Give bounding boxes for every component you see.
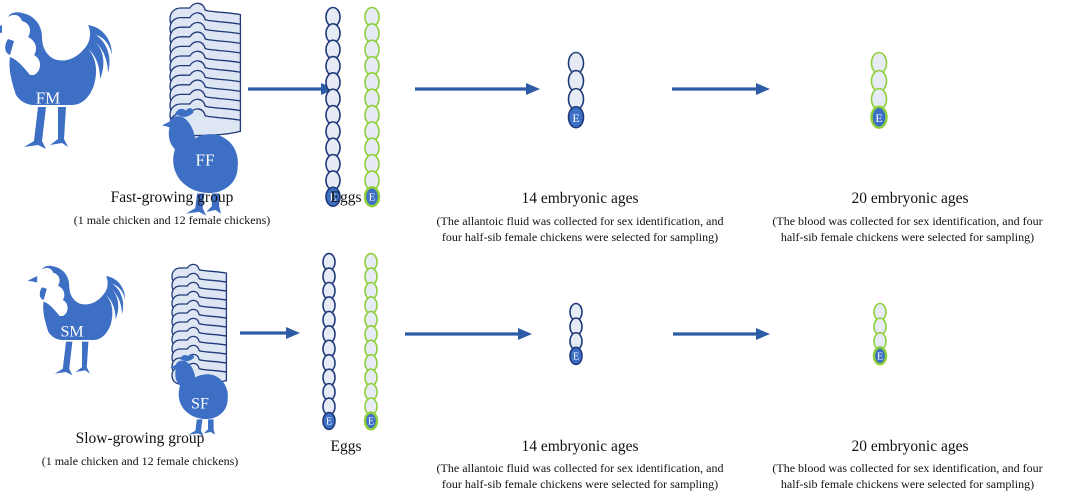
- fast-stage1-title: 14 embryonic ages: [521, 190, 639, 207]
- slow-eggs-label: Eggs: [330, 438, 362, 455]
- fast-egg-column-stage2: E: [870, 51, 888, 129]
- egg-letter: E: [572, 111, 579, 125]
- slow-egg-column-stage1: E: [569, 302, 583, 366]
- egg-icon: [363, 411, 379, 431]
- slow-stage1-title: 14 embryonic ages: [521, 438, 639, 455]
- fast-stage1-note-line2: four half-sib female chickens were selec…: [441, 230, 719, 244]
- egg-letter: E: [875, 111, 882, 125]
- fast-eggs-label: Eggs: [330, 189, 362, 206]
- slow-arrow-3: [673, 328, 770, 340]
- slow-stage1-note-line2: four half-sib female chickens were selec…: [441, 477, 719, 491]
- slow-group-title: Slow-growing group: [75, 430, 205, 447]
- egg-letter: E: [330, 192, 337, 204]
- fast-stage2-note-line2: half-sib female chickens were selected f…: [780, 230, 1035, 244]
- egg-letter: E: [877, 351, 883, 362]
- fast-egg-column-stage1: E: [567, 51, 585, 129]
- slow-arrow-1: [240, 327, 300, 339]
- rooster-icon: [27, 265, 126, 376]
- fast-stage2-title: 20 embryonic ages: [851, 190, 969, 207]
- fast-male-label: FM: [36, 89, 61, 108]
- egg-icon: [872, 346, 888, 366]
- fast-arrow-1: [248, 83, 335, 95]
- slow-female-label: SF: [191, 396, 209, 413]
- fast-arrow-2: [415, 83, 540, 95]
- slow-stage2-note-line1: (The blood was collected for sex identif…: [772, 461, 1043, 475]
- slow-arrow-2: [405, 328, 532, 340]
- shapes-layer: FM FF E E E E SM SF E E E E: [0, 2, 888, 437]
- egg-icon: [363, 186, 381, 208]
- egg-letter: E: [573, 351, 579, 362]
- slow-group-subtitle: (1 male chicken and 12 female chickens): [41, 454, 239, 468]
- egg-letter: E: [368, 416, 374, 427]
- fast-egg-column-green: E: [363, 6, 381, 208]
- fast-group-title: Fast-growing group: [110, 189, 234, 206]
- rooster-icon: [0, 12, 112, 149]
- egg-icon: [870, 105, 888, 129]
- fast-group-subtitle: (1 male chicken and 12 female chickens): [73, 213, 271, 227]
- egg-icon: [569, 346, 583, 366]
- slow-egg-column-navy: E: [322, 252, 336, 431]
- slow-stage1-note-line1: (The allantoic fluid was collected for s…: [436, 461, 724, 475]
- slow-egg-column-green: E: [363, 252, 379, 431]
- slow-male-label: SM: [60, 324, 83, 341]
- fast-stage2-note-line1: (The blood was collected for sex identif…: [772, 214, 1043, 228]
- fast-arrow-3: [672, 83, 770, 95]
- slow-stage2-note-line2: half-sib female chickens were selected f…: [780, 477, 1035, 491]
- fast-egg-column-navy: E: [325, 6, 341, 208]
- egg-letter: E: [326, 416, 332, 427]
- slow-stage2-title: 20 embryonic ages: [851, 438, 969, 455]
- egg-letter: E: [369, 192, 376, 204]
- fast-female-label: FF: [196, 151, 215, 170]
- egg-icon: [322, 411, 336, 431]
- egg-icon: [325, 186, 341, 208]
- fast-stage1-note-line1: (The allantoic fluid was collected for s…: [436, 214, 724, 228]
- slow-egg-column-stage2: E: [872, 302, 888, 366]
- egg-icon: [567, 105, 585, 129]
